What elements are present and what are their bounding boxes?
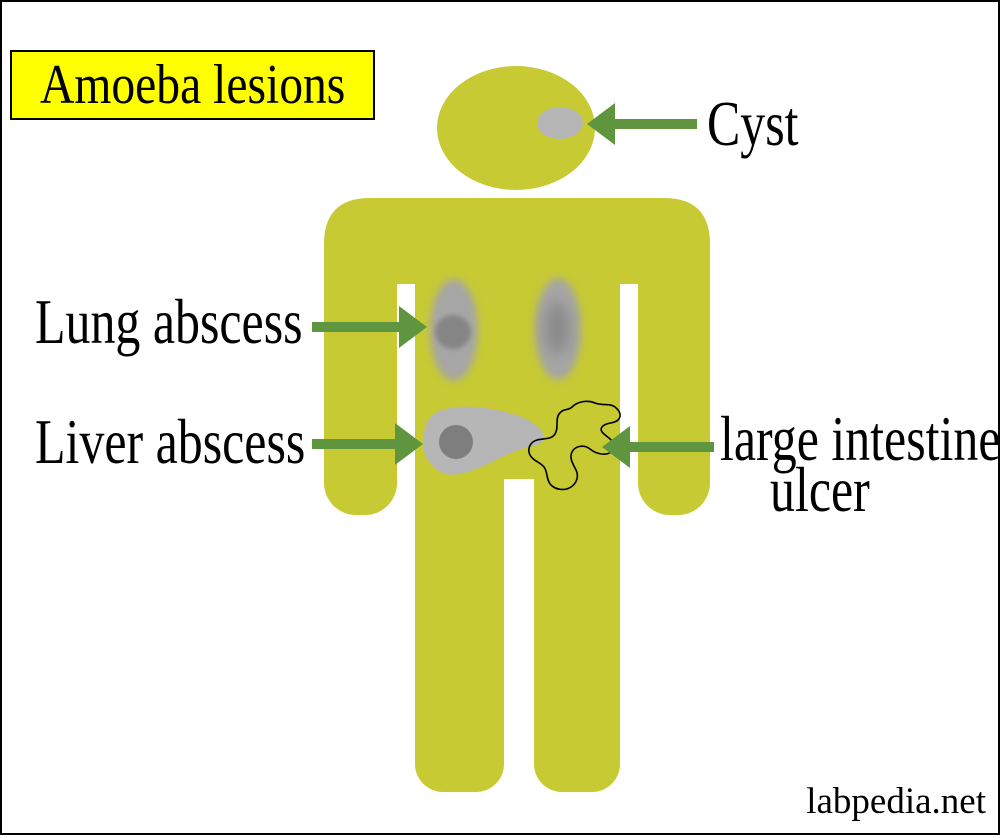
cyst-lesion [537, 107, 583, 139]
liver-arrow [312, 423, 423, 465]
intestine-ulcer-label-line1: large intestine [720, 403, 1000, 474]
right-arm-shape [638, 242, 710, 515]
intestine-ulcer-outline [528, 400, 621, 491]
cyst-arrow [587, 103, 697, 145]
head-shape [437, 66, 595, 190]
title-text: Amoeba lesions [39, 54, 346, 116]
left-leg-shape [415, 442, 504, 792]
liver-abscess-label: Liver abscess [35, 406, 306, 477]
left-lung-abscess [435, 315, 471, 349]
lung-abscess-label: Lung abscess [35, 286, 303, 357]
cyst-label: Cyst [707, 88, 799, 159]
left-arm-shape [324, 242, 397, 515]
intestine-arrow [602, 426, 714, 468]
liver-abscess [439, 425, 473, 459]
intestine-ulcer-label-line2: ulcer [770, 454, 870, 525]
title-box: Amoeba lesions [10, 50, 375, 120]
right-leg-shape [534, 442, 620, 792]
right-lung-abscess [546, 301, 568, 355]
lung-arrow [312, 306, 427, 348]
watermark: labpedia.net [806, 781, 986, 822]
